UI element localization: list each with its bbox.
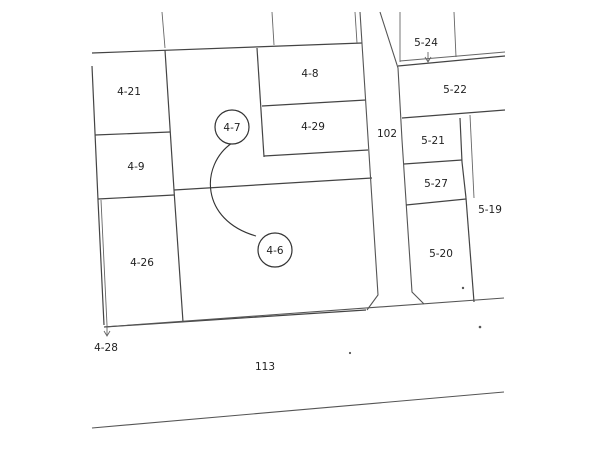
label-4-7: 4-7 — [223, 122, 240, 134]
marker-5-24-arrow — [424, 56, 432, 63]
connector-4-7-to-4-6 — [209, 142, 257, 237]
boundary-4-28-strip — [100, 199, 108, 326]
boundary-5-21-5-27 — [403, 159, 463, 165]
boundary-top-left-block — [91, 42, 363, 54]
boundary-4-9-4-26 — [97, 194, 175, 200]
boundary-4-8-4-29 — [261, 99, 367, 107]
boundary-5-20-right — [465, 197, 475, 303]
boundary-top-v3 — [354, 11, 358, 44]
boundary-4-29-bottom — [263, 149, 369, 157]
label-4-26: 4-26 — [130, 257, 154, 269]
label-5-20: 5-20 — [429, 248, 453, 260]
road-102-left-edge — [359, 11, 379, 311]
road-102-edges — [359, 11, 425, 311]
parcel-boundaries — [91, 11, 373, 328]
road-113-top-edge — [103, 297, 505, 328]
road-labels: 102 113 — [255, 128, 397, 373]
boundary-5-22-top — [399, 51, 506, 62]
map-speck — [348, 351, 352, 355]
boundary-4-21-4-9 — [94, 131, 171, 136]
marker-4-28 — [103, 325, 111, 337]
boundary-5-22-bottom — [401, 109, 506, 119]
marker-4-28-arrow — [103, 330, 111, 337]
label-4-6: 4-6 — [266, 245, 283, 257]
label-4-29: 4-29 — [301, 121, 325, 133]
boundary-middle-horizontal — [173, 177, 373, 191]
label-road-102: 102 — [377, 128, 397, 140]
boundary-5-27-bottom — [405, 198, 467, 206]
map-speck — [461, 286, 465, 290]
boundary-left-col-right — [164, 49, 184, 323]
boundary-top-v2 — [271, 11, 275, 46]
map-speck — [478, 325, 482, 329]
label-5-21: 5-21 — [421, 135, 445, 147]
label-5-27: 5-27 — [424, 178, 448, 190]
label-5-19: 5-19 — [478, 204, 502, 216]
boundary-left-col-left — [91, 65, 105, 326]
label-4-21: 4-21 — [117, 86, 141, 98]
circle-4-6 — [257, 232, 293, 268]
circled-marks — [209, 109, 293, 268]
label-4-8: 4-8 — [301, 68, 318, 80]
right-parcels — [397, 11, 506, 303]
road-113-edges — [91, 286, 505, 429]
boundary-5-24-right — [453, 11, 457, 58]
marker-5-24 — [424, 52, 432, 63]
boundary-top-v1 — [161, 11, 166, 49]
road-102-right-edge — [379, 11, 425, 305]
road-113-bottom-edge — [91, 391, 505, 429]
boundary-5-19-outer — [469, 114, 475, 199]
circle-4-7 — [214, 109, 250, 145]
boundary-5-24-top — [397, 55, 506, 67]
label-road-113: 113 — [255, 361, 275, 373]
boundary-5-21-right — [459, 117, 467, 199]
boundary-4-8-left — [256, 47, 265, 158]
label-5-22: 5-22 — [443, 84, 467, 96]
label-4-28: 4-28 — [94, 342, 118, 354]
label-4-9: 4-9 — [127, 161, 144, 173]
parcel-labels: 4-21 4-9 4-26 4-28 4-8 4-29 4-7 4-6 5-24… — [94, 37, 502, 354]
label-5-24: 5-24 — [414, 37, 438, 49]
